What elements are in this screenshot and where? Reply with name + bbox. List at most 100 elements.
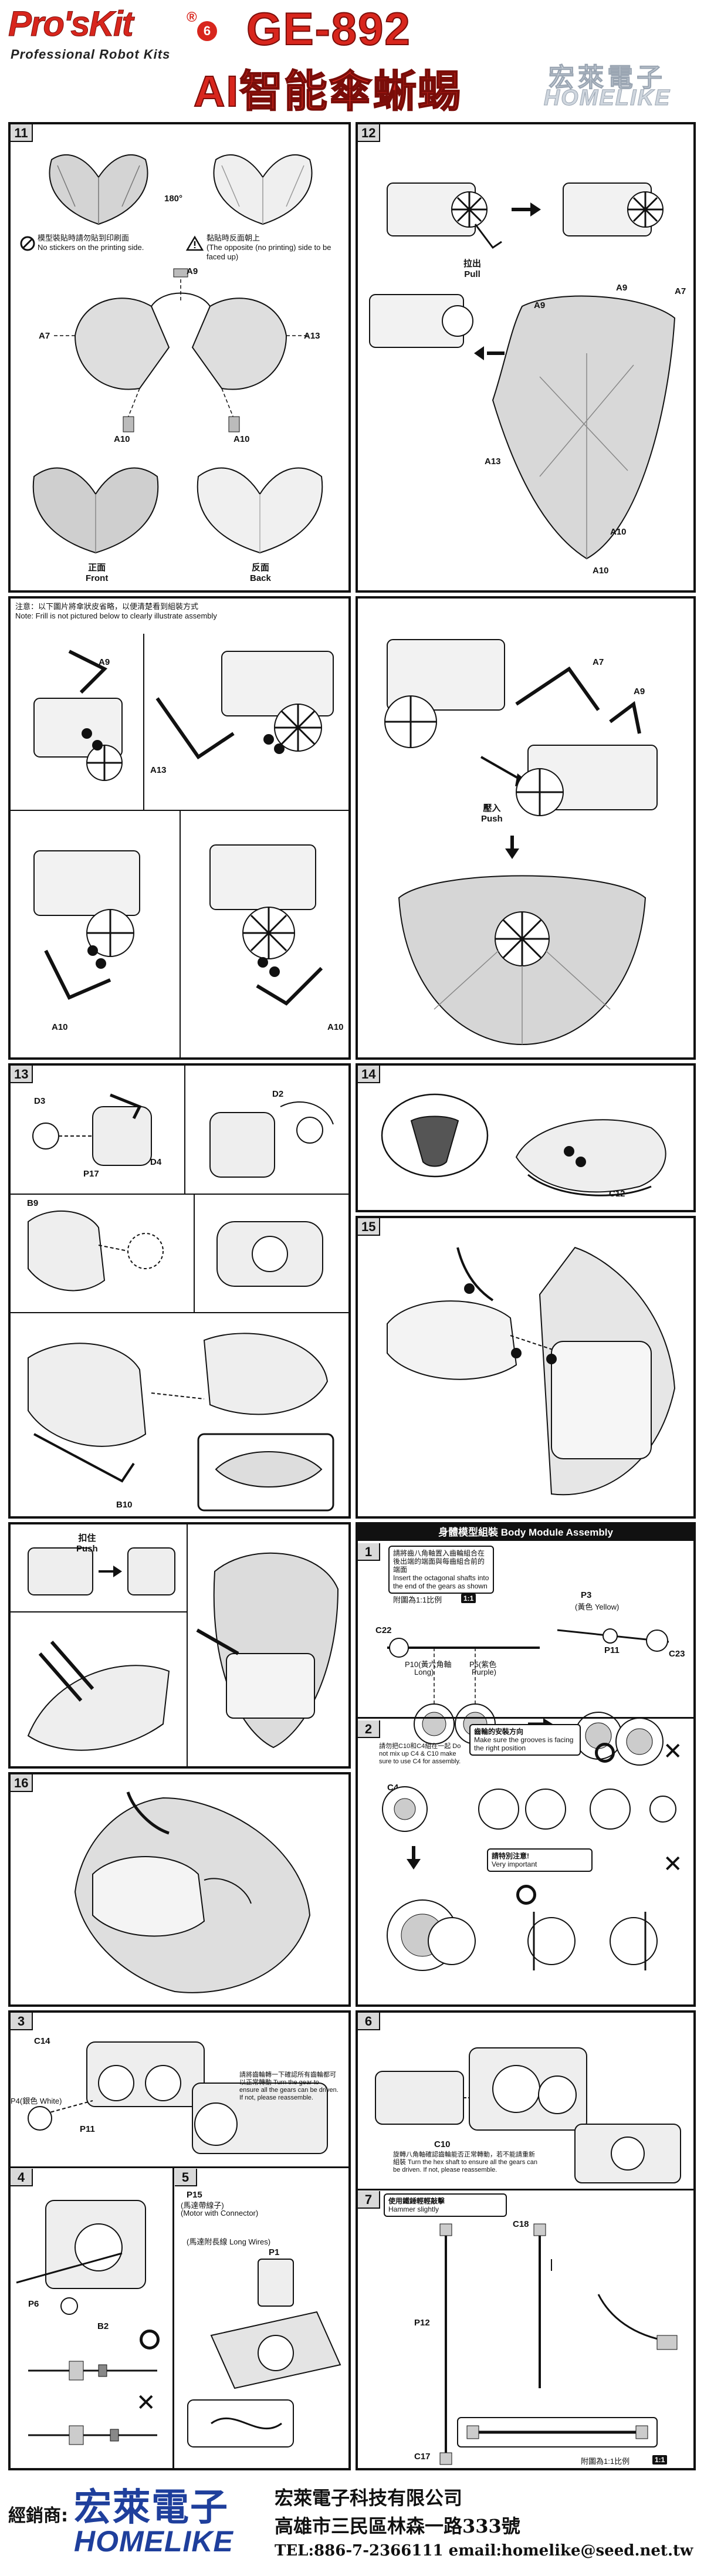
latch-detail-illustration <box>28 1547 175 1595</box>
divider <box>180 811 181 1057</box>
part-label: A9 <box>99 657 110 667</box>
body-latch-illustration <box>27 1641 170 1751</box>
step-number: 6 <box>358 2013 380 2030</box>
divider <box>11 2166 348 2168</box>
gearbox-c10-illustration <box>375 2047 681 2183</box>
gearbox-illustration <box>563 182 664 236</box>
frill-push-panel: A7 A9 壓入 Push <box>356 596 696 1060</box>
gearbox-p6-illustration <box>16 2200 146 2315</box>
body-steps-3-5-panel: 3 C14 P4(銀色 White) P11 請將齒輪轉一下確認所有齒輪都可以正… <box>8 2010 351 2470</box>
gear-orientation-diagram <box>382 1786 676 1832</box>
step-number: 4 <box>11 2169 33 2186</box>
arrow-down-icon <box>505 836 519 859</box>
frill-arm-panel: 注意：以下圖片將傘狀皮省略，以便清楚看到組裝方式 Note: Frill is … <box>8 596 351 1060</box>
frill-illustration <box>213 154 313 225</box>
frill-back-illustration <box>196 1552 339 1749</box>
shaft-insert-callout: 請將齒八角軸置入齒輪組合在後出端的端面與每齒組合前的端面 Insert the … <box>388 1546 494 1594</box>
divider <box>172 2166 174 2468</box>
step-16-panel: 16 <box>8 1772 351 2007</box>
part-label: C14 <box>34 2036 50 2046</box>
correct-mark-icon <box>140 2330 160 2349</box>
part-label: A10 <box>610 527 627 537</box>
brand-logo: Pro'sKit <box>8 4 134 44</box>
page-number-badge: 6 <box>197 21 217 41</box>
arm-a13-illustration <box>155 651 334 760</box>
company-contact: TEL:886-7-2366111 email:homelike@seed.ne… <box>275 2542 693 2560</box>
homelike-logo-en: HOMELIKE <box>543 86 671 111</box>
company-name: 宏萊電子科技有限公司 <box>275 2487 463 2509</box>
arrow-right-icon <box>512 202 541 217</box>
hex-shaft-note: 旋轉八角軸確認齒輪能否正常轉動，若不能請重新組裝 Turn the hex sh… <box>393 2151 538 2173</box>
step-number: 15 <box>358 1218 381 1236</box>
part-label: C12 <box>609 1189 625 1199</box>
body-steps-6-7-panel: 6 C10 旋轉八角軸確認齒輪能否正常轉動，若不能請重新組裝 Turn the … <box>356 2010 696 2470</box>
divider <box>187 1524 188 1766</box>
step-11-panel: 11 180° 模型裝貼時請勿貼到印刷面 No stickers on the … <box>8 122 351 593</box>
part-label: A10 <box>114 434 130 444</box>
part-label: A7 <box>675 286 686 296</box>
eye-assembly-illustration <box>32 1093 152 1166</box>
part-label: C23 <box>669 1649 685 1659</box>
step-number: 7 <box>358 2191 380 2209</box>
part-label: C17 <box>414 2452 431 2462</box>
frill-back-view <box>197 467 323 554</box>
arm-a9-illustration <box>33 650 123 781</box>
divider <box>11 1611 187 1612</box>
eye-assembly-illustration <box>209 1101 334 1178</box>
step-number: 13 <box>11 1066 33 1083</box>
shaft-wrong-diagram <box>28 2425 157 2445</box>
product-name: AI智能傘蜥蜴 <box>193 66 462 116</box>
step-number: 12 <box>358 124 381 142</box>
gear-turn-note: 請將齒輪轉一下確認所有齒輪都可以正常轉動 Turn the gear to en… <box>239 2071 339 2101</box>
step-14-panel: 14 C12 <box>356 1063 696 1212</box>
frill-assembly-diagram <box>52 268 310 432</box>
frill-illustration <box>49 154 148 225</box>
part-label: (馬達帶線子) <box>181 2201 224 2210</box>
part-label: C18 <box>513 2219 529 2229</box>
wrong-mark-icon: ✕ <box>663 1738 683 1765</box>
part-label: A10 <box>593 566 609 576</box>
sticker-side-note: 黏貼時反面朝上 (The opposite (no printing) side… <box>207 234 331 261</box>
part-label: A13 <box>485 457 501 466</box>
divider <box>11 810 348 811</box>
part-label: A10 <box>52 1022 68 1032</box>
part-label: B9 <box>27 1198 39 1208</box>
part-label: D4 <box>150 1157 162 1167</box>
head-b9-illustration <box>28 1210 164 1292</box>
step-12-panel: 12 拉出 Pull A9 A9 A7 A13 A10 A10 <box>356 122 696 593</box>
shaft-correct-diagram <box>28 2361 157 2381</box>
part-label: (黃色 Yellow) <box>575 1603 620 1611</box>
page-footer: 經銷商: 宏萊電子 HOMELIKE 宏萊電子科技有限公司 高雄市三民區林森一路… <box>0 2470 704 2576</box>
divider <box>194 1195 195 1312</box>
scale-note: 附圖為1:1比例 <box>393 1595 442 1604</box>
back-label: 反面 Back <box>250 563 271 583</box>
part-label: Long) <box>414 1668 434 1676</box>
divider <box>358 1717 693 1719</box>
pull-label: 拉出 Pull <box>463 259 482 279</box>
c4-c10-warning: 請勿把C10和C4組在一起 Do not mix up C4 & C10 mak… <box>379 1743 461 1765</box>
part-label: A9 <box>634 687 645 697</box>
head-detail-illustration <box>216 1221 323 1287</box>
step-number: 3 <box>11 2013 33 2030</box>
step-number: 14 <box>358 1066 381 1083</box>
final-head-illustration <box>74 1791 311 1993</box>
scale-tag: 1:1 <box>652 2455 668 2465</box>
divider <box>358 2189 693 2190</box>
part-label: P5(紫色 <box>469 1660 497 1669</box>
frill-attached-illustration <box>398 875 647 1046</box>
frill-omitted-note: 注意：以下圖片將傘狀皮省略，以便清楚看到組裝方式 Note: Frill is … <box>15 602 217 620</box>
head-cap-illustration <box>515 1119 666 1196</box>
part-label: P1 <box>269 2247 280 2257</box>
step-number: 5 <box>175 2169 197 2186</box>
wrong-mark-icon: ✕ <box>663 1851 683 1878</box>
part-label: (Motor with Connector) <box>181 2209 259 2217</box>
gearbox-illustration <box>387 182 502 249</box>
step-number: 1 <box>358 1543 380 1561</box>
front-label: 正面 Front <box>86 563 109 583</box>
part-label: B2 <box>97 2321 109 2331</box>
homelike-logo-en: HOMELIKE <box>74 2525 233 2558</box>
part-label: P11 <box>80 2124 95 2134</box>
part-label: A9 <box>534 300 546 310</box>
model-number: GE-892 <box>246 2 411 55</box>
lock-push-panel: 扣住 Push <box>8 1522 351 1769</box>
